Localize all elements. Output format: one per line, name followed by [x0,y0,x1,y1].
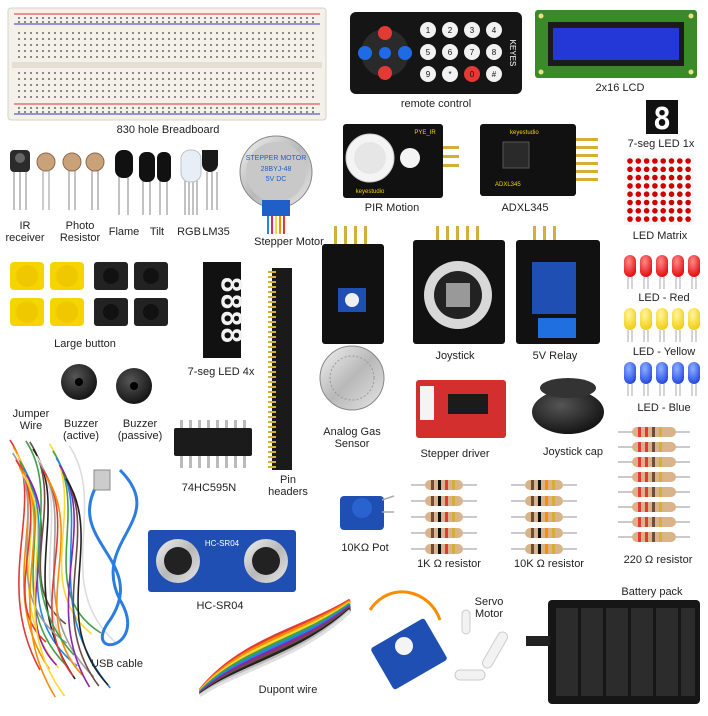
label-led-blue: LED - Blue [637,402,691,414]
label-buzzer-active: Buzzer (active) [62,418,100,442]
remote-key: 1 [426,26,431,35]
potentiometer [340,495,395,530]
label-lcd: 2x16 LCD [595,82,645,94]
adxl-print-text: ADXL345 [495,182,521,188]
remote-key: 7 [470,48,475,57]
label-analog-gas: Analog Gas Sensor [323,426,381,450]
analog-gas-sensor [319,226,385,411]
stepper-driver [416,380,506,438]
remote-key: # [492,70,497,79]
joystick-module [413,226,505,344]
label-pin-headers: Pin headers [268,474,308,498]
relay-module [516,226,600,344]
remote-key: 5 [426,48,431,57]
hcsr04-print-text: HC-SR04 [205,539,240,548]
label-servo: Servo Motor [474,596,504,620]
battery-pack [526,600,700,704]
remote-key: 0 [470,70,475,79]
seg4-digits: 8888 [215,276,248,343]
label-adxl: ADXL345 [501,202,549,214]
label-pot: 10KΩ Pot [341,542,389,554]
remote-control: 1 2 3 4 5 6 7 8 9 * 0 # KEYES [350,12,522,94]
servo-motor [368,590,508,690]
resistors [411,427,690,554]
pir-module: PYE_IR keyestudio [343,124,459,198]
label-seg4: 7-seg LED 4x [187,366,255,378]
label-led-red: LED - Red [638,292,690,304]
stepper-volt-text: 5V DC [266,176,287,183]
label-r220: 220 Ω resistor [623,554,693,566]
seven-seg-single: 8 [646,100,678,137]
label-lm35: LM35 [202,226,230,238]
label-ic: 74HC595N [181,482,237,494]
label-joystick-cap: Joystick cap [543,446,603,458]
seven-seg-quad: 8888 [203,262,248,358]
pin-headers [268,268,292,470]
label-rgb: RGB [177,226,201,238]
adxl345-module: ADXL345 keyestudio [480,124,598,196]
label-photo: Photo Resistor [59,220,101,244]
remote-key: 4 [492,26,497,35]
buzzers [61,364,152,404]
large-buttons [10,262,168,326]
label-large-button: Large button [54,338,116,350]
label-led-yellow: LED - Yellow [632,346,696,358]
label-pir: PIR Motion [364,202,420,214]
remote-key: 2 [448,26,453,35]
label-breadboard: 830 hole Breadboard [116,124,220,136]
stepper-motor: STEPPER MOTOR 28BYJ-48 5V DC [239,135,313,234]
label-r1k: 1K Ω resistor [417,558,481,570]
remote-key: 8 [492,48,497,57]
jumper-wires [9,439,118,698]
label-r10k: 10K Ω resistor [514,558,584,570]
label-tilt: Tilt [149,226,165,238]
remote-key: 3 [470,26,475,35]
small-sensors [10,149,218,215]
label-buzzer-passive: Buzzer (passive) [117,418,163,442]
seg1-digit: 8 [653,102,671,137]
remote-key: * [448,70,451,79]
lcd-module [535,10,697,78]
label-matrix: LED Matrix [632,230,688,242]
pir-brand-text: keyestudio [356,189,385,195]
pir-pin-text: PYE_IR [414,130,436,136]
dupont-wire [198,598,352,698]
label-flame: Flame [108,226,140,238]
label-usb: USB cable [91,658,143,670]
hc-sr04: HC-SR04 [148,530,296,592]
label-stepper-driver: Stepper driver [420,448,490,460]
ic-chip [174,420,252,468]
label-jumper: Jumper Wire [12,408,50,432]
label-seg1: 7-seg LED 1x [627,138,695,150]
adxl-brand-text: keyestudio [510,130,539,136]
led-matrix [624,155,694,225]
label-relay: 5V Relay [532,350,578,362]
stepper-body-text: STEPPER MOTOR [246,155,307,162]
remote-key: 6 [448,48,453,57]
stepper-model-text: 28BYJ-48 [261,166,292,173]
breadboard [7,7,327,121]
label-dupont: Dupont wire [258,684,318,696]
led-rows [624,255,700,396]
label-remote: remote control [400,98,472,110]
label-ir: IR receiver [5,220,45,244]
label-stepper: Stepper Motor [254,236,324,248]
label-battery: Battery pack [621,586,683,598]
label-hcsr04: HC-SR04 [196,600,244,612]
joystick-cap [532,378,604,434]
remote-brand-text: KEYES [508,40,517,67]
label-joystick: Joystick [435,350,475,362]
usb-cable [88,468,139,647]
remote-key: 9 [426,70,431,79]
